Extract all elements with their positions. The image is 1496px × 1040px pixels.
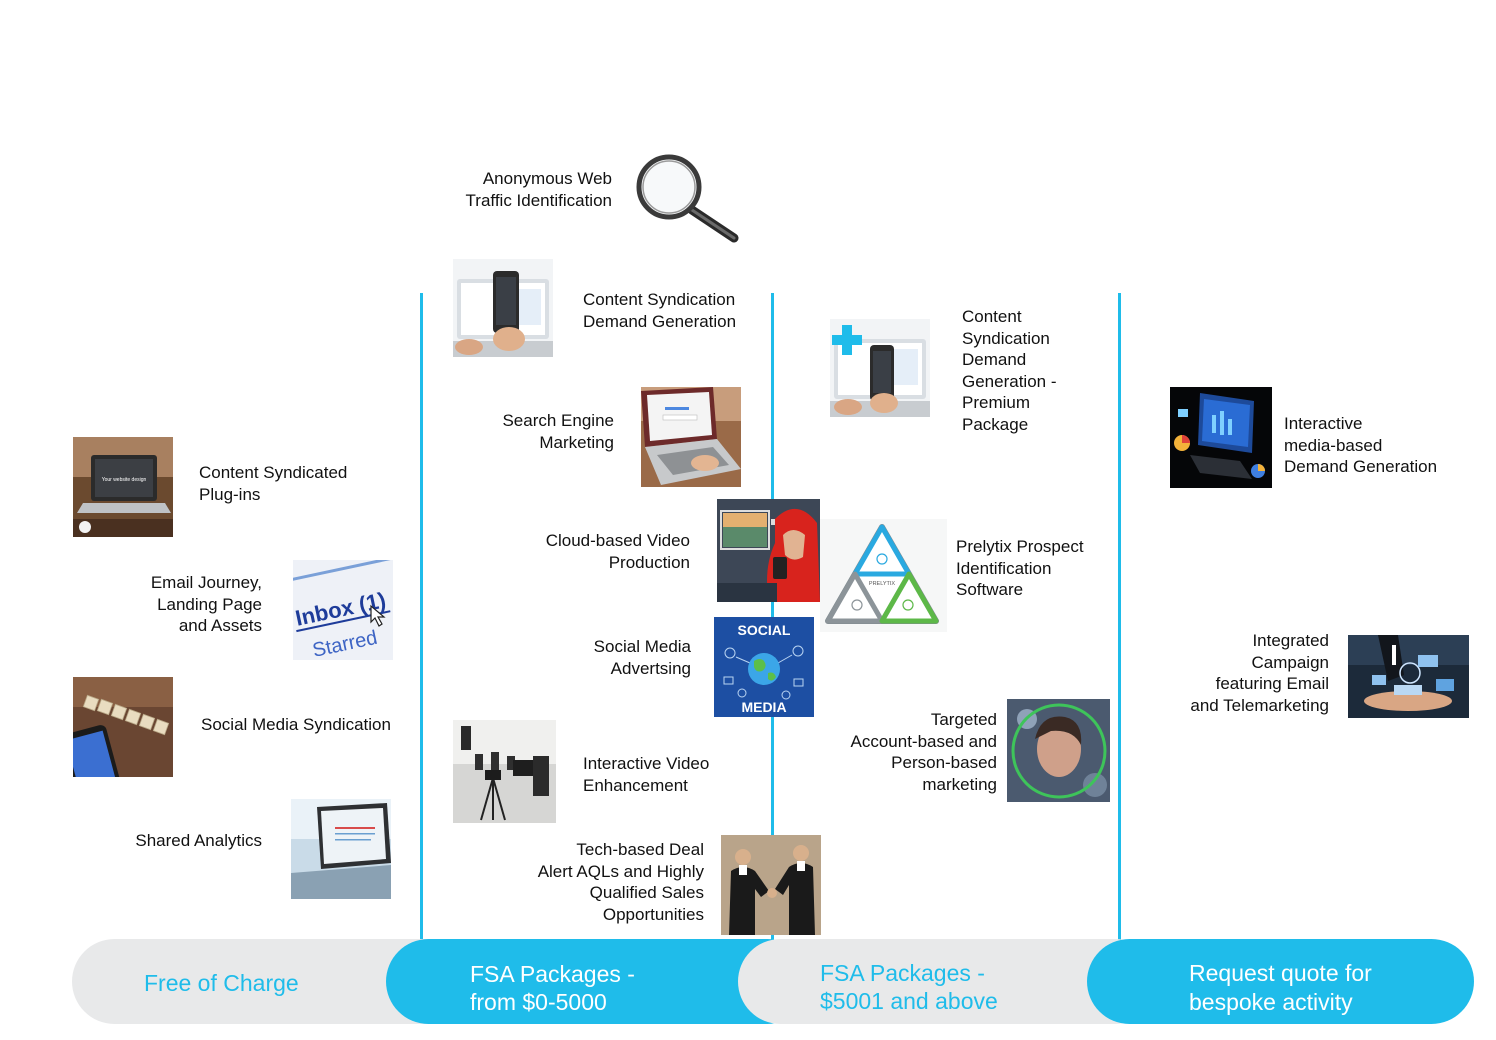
social-media-globe-image: SOCIAL MEDIA [714, 617, 814, 717]
phone-plus-image [830, 319, 930, 417]
magnifying-glass-image [634, 152, 739, 244]
inbox-image: Inbox (1) Starred [293, 560, 393, 660]
free-item-3-label: Social Media Syndication [201, 715, 391, 734]
column-divider-2 [771, 293, 774, 940]
social-top-text: SOCIAL [738, 622, 791, 638]
social-media-tiles-image [73, 677, 173, 777]
handshake-image [721, 835, 821, 935]
analytics-laptop-image [291, 799, 391, 899]
prelytix-triangle-image: PRELYTIX [820, 519, 947, 632]
website-design-text: Your website design [102, 477, 147, 483]
social-bottom-text: MEDIA [741, 699, 786, 715]
video-studio-image [453, 720, 556, 823]
video-production-image [717, 499, 820, 602]
column-divider-3 [1118, 293, 1121, 940]
column-divider-1 [420, 293, 423, 940]
search-laptop-image [641, 387, 741, 487]
prelytix-logo-text: PRELYTIX [869, 581, 896, 587]
person-target-image [1007, 699, 1110, 802]
free-item-4-label: Shared Analytics [135, 831, 262, 850]
isometric-dashboard-image [1170, 387, 1272, 488]
tier-request-quote: Request quote for bespoke activity [1087, 939, 1474, 1024]
laptop-website-image: Your website design [73, 437, 173, 537]
phone-laptop-image [453, 259, 553, 357]
hands-devices-image [1348, 635, 1469, 718]
